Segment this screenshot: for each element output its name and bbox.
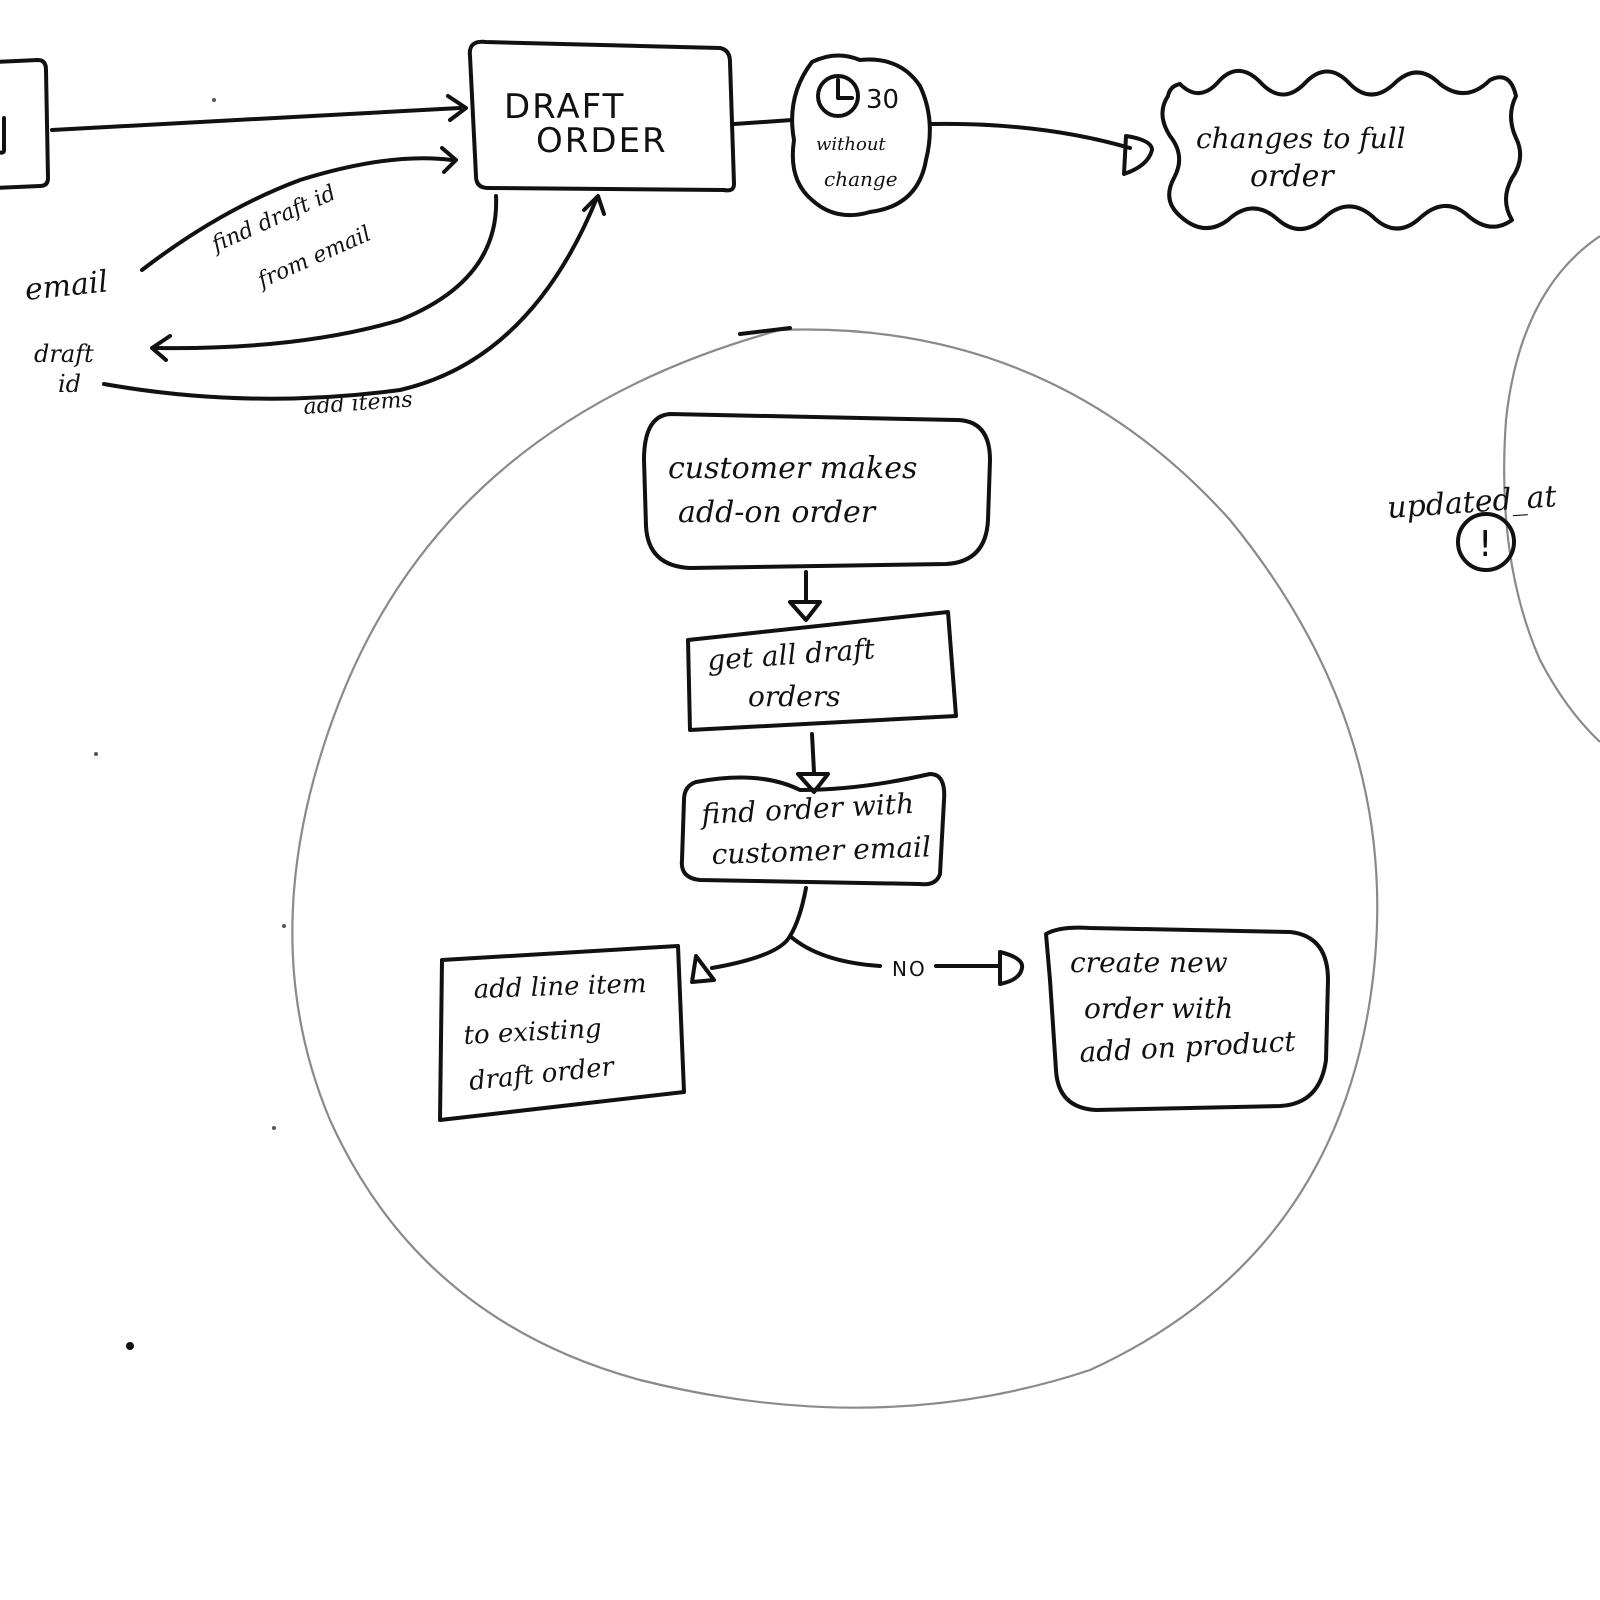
speck xyxy=(272,1126,276,1130)
draft-id-label-1: draft xyxy=(34,340,94,368)
timer-value: 30 xyxy=(866,85,899,115)
draft-order-box: DRAFT ORDER xyxy=(467,39,736,193)
draft-order-label-1: DRAFT xyxy=(504,87,625,127)
arrow-to-get-all-drafts xyxy=(788,570,822,622)
process-blob xyxy=(291,328,1379,1409)
changes-to-full-order-cloud: changes to full order xyxy=(1160,69,1523,231)
changes-label-1: changes to full xyxy=(1196,122,1406,155)
timer-note-1: without xyxy=(816,134,886,155)
changes-label-2: order xyxy=(1250,159,1335,194)
draft-order-label-2: ORDER xyxy=(536,121,668,161)
find-order-with-email-node: find order with customer email xyxy=(679,772,947,887)
arrow-to-find-order xyxy=(796,732,830,794)
clock-icon xyxy=(816,74,860,118)
arrow-add-items xyxy=(102,194,606,401)
right-circle-arc xyxy=(1503,235,1600,743)
add-line-item-label-1: add line item xyxy=(473,969,647,1005)
warning-icon: ! xyxy=(1456,512,1516,572)
create-new-order-label-1: create new xyxy=(1070,946,1228,979)
arrow-to-draft-order xyxy=(50,94,468,132)
speck xyxy=(94,752,98,756)
add-items-label: add items xyxy=(303,387,414,420)
warning-symbol: ! xyxy=(1478,524,1494,565)
email-label: email xyxy=(23,264,109,308)
find-order-label-1: find order with xyxy=(699,787,915,831)
arrow-to-changes xyxy=(928,121,1154,176)
branch-split xyxy=(690,886,1025,986)
partial-box-left xyxy=(0,58,50,190)
draft-id-label-2: id xyxy=(58,370,81,398)
get-all-drafts-label-2: orders xyxy=(748,680,841,713)
arrow-draft-to-draft-id xyxy=(150,194,499,362)
speck xyxy=(126,1342,134,1350)
add-line-item-node: add line item to existing draft order xyxy=(438,944,686,1122)
find-order-label-2: customer email xyxy=(711,830,931,871)
arrow-email-to-draft xyxy=(140,146,458,272)
get-all-drafts-label-1: get all draft xyxy=(706,632,876,677)
process-blob-notch xyxy=(738,326,792,336)
timer-note-2: change xyxy=(824,167,898,191)
create-new-order-node: create new order with add on product xyxy=(1044,925,1330,1112)
speck xyxy=(212,98,216,102)
customer-makes-label-2: add-on order xyxy=(678,495,877,530)
add-line-item-label-3: draft order xyxy=(468,1052,617,1097)
add-line-item-label-2: to existing xyxy=(463,1014,603,1051)
line-to-timer xyxy=(732,118,794,126)
create-new-order-label-3: add on product xyxy=(1079,1025,1297,1069)
no-label: NO xyxy=(892,957,927,981)
customer-makes-add-on-order-node: customer makes add-on order xyxy=(642,412,992,570)
speck xyxy=(282,924,286,928)
create-new-order-label-2: order with xyxy=(1084,992,1233,1025)
timer-bubble: 30 without change xyxy=(790,53,932,218)
customer-makes-label-1: customer makes xyxy=(668,451,917,486)
get-all-draft-orders-node: get all draft orders xyxy=(686,610,958,732)
